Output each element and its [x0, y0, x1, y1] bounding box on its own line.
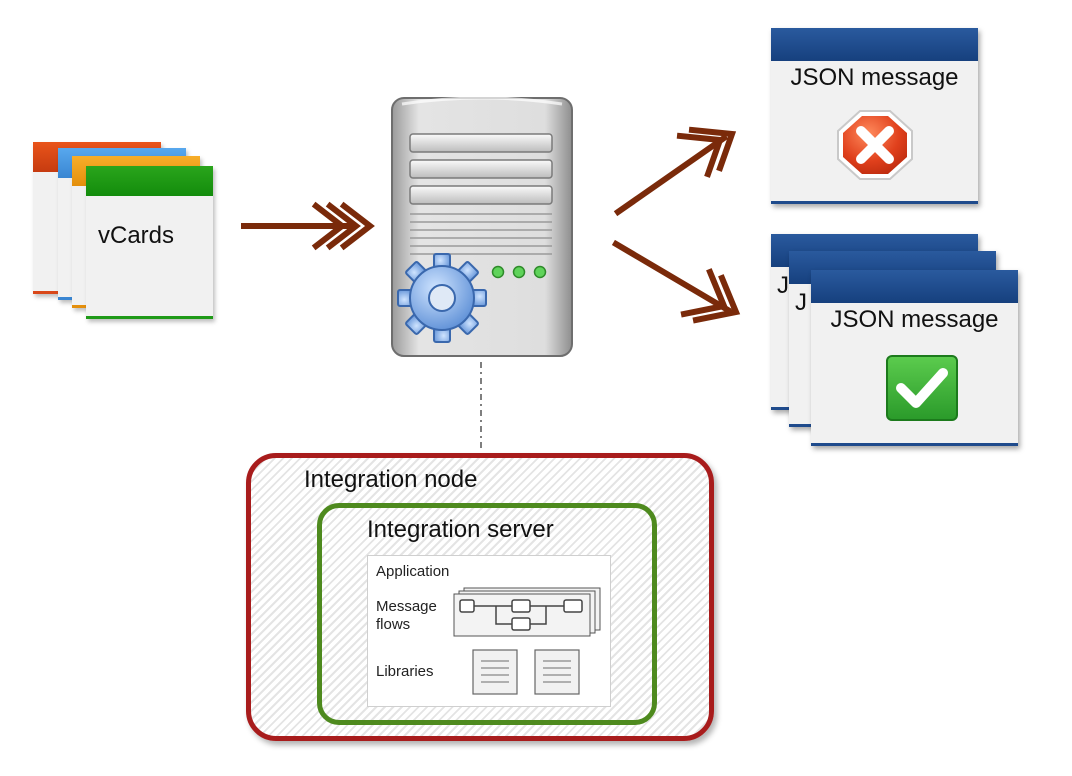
input-arrow-head-2	[325, 201, 361, 251]
input-arrow-head-3	[339, 201, 375, 251]
message-flows-icon	[453, 587, 601, 637]
error-arrow-head-2	[688, 126, 737, 172]
error-x-icon	[837, 110, 913, 180]
error-arrow-head-1	[676, 132, 725, 178]
gear-icon	[397, 253, 487, 343]
integration-server-label: Integration server	[367, 516, 554, 543]
json-message-error-label: JSON message	[790, 64, 959, 91]
json-message-success-label: JSON message	[830, 306, 999, 333]
check-icon	[886, 355, 958, 421]
integration-node-label: Integration node	[304, 466, 478, 493]
success-arrow-shaft	[611, 239, 733, 315]
server-icon	[391, 96, 573, 357]
vcards-label: vCards	[98, 222, 175, 249]
success-arrow-head-2	[692, 274, 741, 324]
json-message-back-2-label: J	[795, 289, 807, 316]
application-label: Application	[376, 563, 450, 580]
error-arrow-shaft	[613, 133, 729, 217]
json-message-back-1-label: J	[777, 272, 789, 299]
vcard-front: vCards	[86, 166, 213, 319]
libraries-icon	[472, 649, 580, 695]
json-message-success: JSON message	[811, 270, 1018, 446]
libraries-label: Libraries	[376, 663, 434, 680]
success-arrow-head-1	[680, 268, 729, 318]
input-arrow-head-1	[311, 201, 347, 251]
json-message-error: JSON message	[771, 28, 978, 204]
message-flows-label: Message flows	[376, 598, 437, 633]
